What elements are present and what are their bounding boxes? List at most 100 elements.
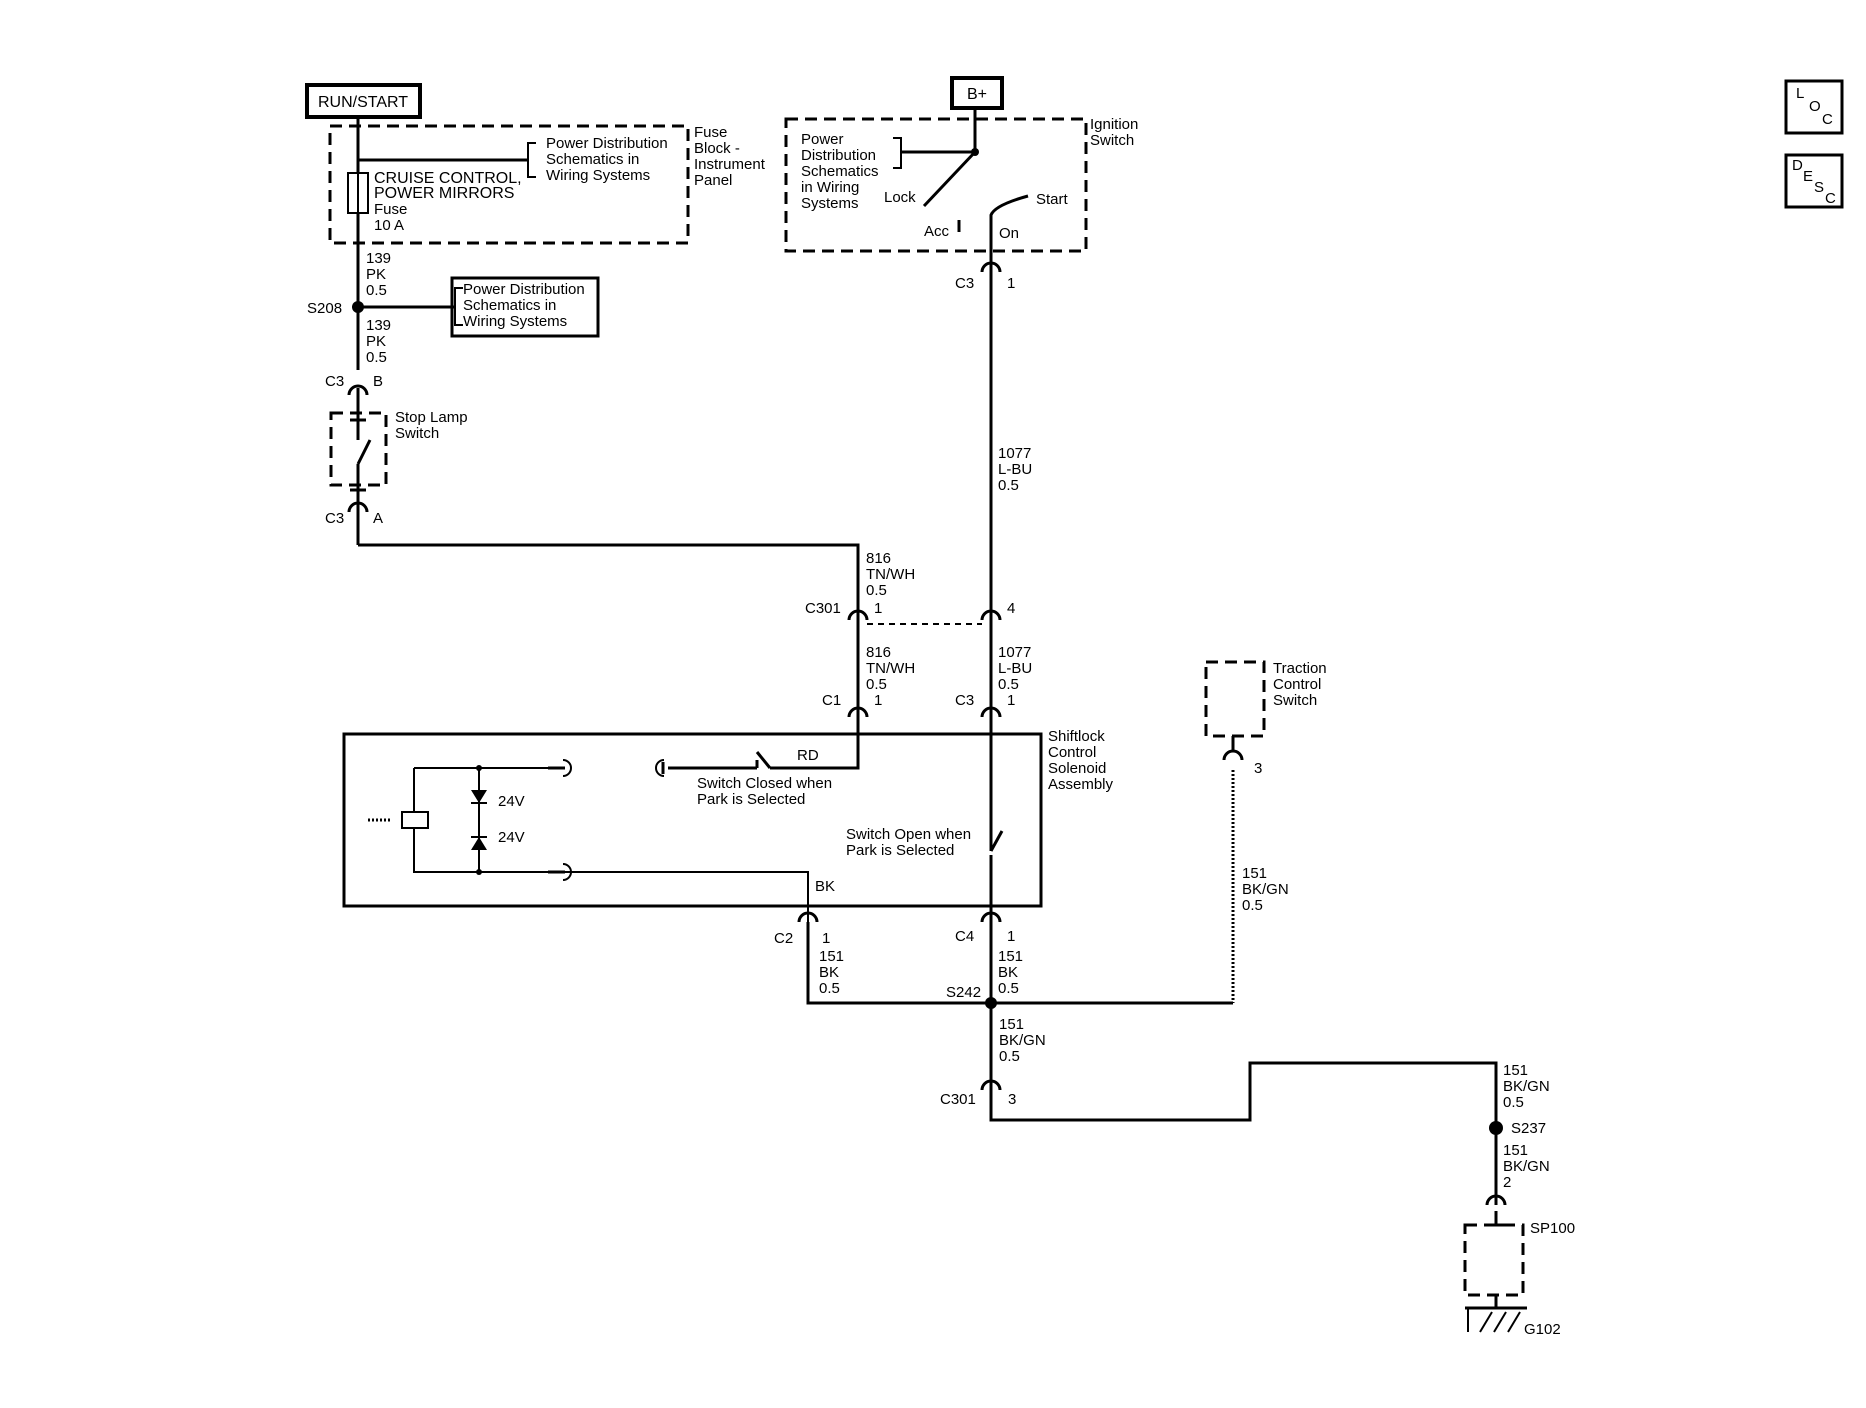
svg-text:BK/GN: BK/GN [1503, 1078, 1550, 1095]
fuse-block-outline [328, 124, 690, 245]
svg-text:10 A: 10 A [374, 217, 404, 234]
svg-text:151: 151 [819, 948, 844, 965]
svg-text:BK/GN: BK/GN [999, 1032, 1046, 1049]
svg-text:Lock: Lock [884, 189, 916, 206]
svg-text:Shiftlock: Shiftlock [1048, 728, 1105, 745]
loc-icon[interactable]: L O C [1784, 79, 1844, 135]
svg-text:1077: 1077 [998, 644, 1031, 661]
svg-text:1: 1 [822, 930, 830, 947]
svg-text:BK/GN: BK/GN [1503, 1158, 1550, 1175]
svg-text:B+: B+ [967, 86, 987, 103]
svg-text:D: D [1792, 157, 1803, 174]
splice-sp100-label: SP100 [1530, 1220, 1575, 1237]
svg-text:0.5: 0.5 [366, 282, 387, 299]
svg-text:Power Distribution: Power Distribution [546, 135, 668, 152]
wire-139-upper: 139 PK 0.5 [366, 250, 391, 299]
wire-151-s237-lower: 151 BK/GN 2 [1503, 1142, 1550, 1191]
wire-151-s237-upper: 151 BK/GN 0.5 [1503, 1062, 1550, 1111]
svg-text:L: L [1796, 85, 1804, 102]
svg-text:Stop Lamp: Stop Lamp [395, 409, 468, 426]
svg-text:B: B [373, 373, 383, 390]
svg-text:Fuse: Fuse [374, 201, 407, 218]
svg-text:2: 2 [1503, 1174, 1511, 1191]
svg-text:C301: C301 [805, 600, 841, 617]
svg-text:24V: 24V [498, 829, 525, 846]
svg-text:O: O [1809, 98, 1821, 115]
traction-switch-label: Traction Control Switch [1273, 660, 1327, 709]
svg-text:1077: 1077 [998, 445, 1031, 462]
svg-text:0.5: 0.5 [819, 980, 840, 997]
svg-text:S: S [1814, 179, 1824, 196]
traction-switch-outline [1204, 660, 1266, 738]
fuse-block-label: Fuse Block - Instrument Panel [694, 124, 766, 189]
svg-text:Switch: Switch [395, 425, 439, 442]
wire-139-lower: 139 PK 0.5 [366, 317, 391, 366]
svg-text:BK: BK [815, 878, 835, 895]
svg-text:Park is Selected: Park is Selected [697, 791, 805, 808]
svg-text:1: 1 [1007, 692, 1015, 709]
svg-text:Panel: Panel [694, 172, 732, 189]
svg-text:POWER MIRRORS: POWER MIRRORS [374, 185, 514, 202]
solenoid-coil [401, 811, 429, 829]
splice-s242 [985, 997, 997, 1009]
svg-text:0.5: 0.5 [999, 1048, 1020, 1065]
svg-text:BK: BK [998, 964, 1018, 981]
svg-text:Start: Start [1036, 191, 1069, 208]
stop-lamp-switch-label: Stop Lamp Switch [395, 409, 468, 442]
wire-816-upper: 816 TN/WH 0.5 [866, 550, 915, 599]
svg-text:Solenoid: Solenoid [1048, 760, 1106, 777]
svg-text:139: 139 [366, 250, 391, 267]
run-start-box: RUN/START [305, 83, 422, 119]
svg-text:Traction: Traction [1273, 660, 1327, 677]
ground-symbol [1465, 1306, 1527, 1333]
svg-text:151: 151 [1503, 1062, 1528, 1079]
svg-text:Switch: Switch [1273, 692, 1317, 709]
svg-text:151: 151 [1503, 1142, 1528, 1159]
svg-text:Control: Control [1048, 744, 1096, 761]
pd-ref-s208: Power Distribution Schematics in Wiring … [463, 281, 585, 330]
svg-text:CRUISE CONTROL,: CRUISE CONTROL, [374, 170, 522, 187]
svg-text:0.5: 0.5 [998, 980, 1019, 997]
sp100-outline [1463, 1223, 1525, 1297]
svg-text:E: E [1803, 168, 1813, 185]
svg-text:0.5: 0.5 [1503, 1094, 1524, 1111]
svg-text:Ignition: Ignition [1090, 116, 1138, 133]
svg-text:Schematics in: Schematics in [463, 297, 556, 314]
splice-s208-label: S208 [307, 300, 342, 317]
wire-151-c4: 151 BK 0.5 [998, 948, 1023, 997]
ignition-switch-outline [784, 117, 1088, 253]
svg-text:C4: C4 [955, 928, 974, 945]
run-start-label: RUN/START [318, 94, 408, 111]
svg-text:C: C [1825, 190, 1836, 207]
svg-text:1: 1 [1007, 928, 1015, 945]
svg-text:C301: C301 [940, 1091, 976, 1108]
svg-text:TN/WH: TN/WH [866, 566, 915, 583]
switch-closed-label: Switch Closed when Park is Selected [697, 775, 832, 808]
wire-816-lower: 816 TN/WH 0.5 [866, 644, 915, 693]
svg-text:Assembly: Assembly [1048, 776, 1114, 793]
svg-text:151: 151 [1242, 865, 1267, 882]
svg-text:BK: BK [819, 964, 839, 981]
fuse-block-pd-ref: Power Distribution Schematics in Wiring … [546, 135, 668, 184]
svg-text:Systems: Systems [801, 195, 859, 212]
svg-text:TN/WH: TN/WH [866, 660, 915, 677]
splice-s242-label: S242 [946, 984, 981, 1001]
svg-text:Switch: Switch [1090, 132, 1134, 149]
wire-151-traction: 151 BK/GN 0.5 [1242, 865, 1289, 914]
svg-text:Switch Open when: Switch Open when [846, 826, 971, 843]
svg-text:PK: PK [366, 266, 386, 283]
ground-label: G102 [1524, 1321, 1561, 1338]
svg-text:PK: PK [366, 333, 386, 350]
wire-151-s242: 151 BK/GN 0.5 [999, 1016, 1046, 1065]
splice-s237-label: S237 [1511, 1120, 1546, 1137]
svg-text:151: 151 [999, 1016, 1024, 1033]
svg-text:3: 3 [1008, 1091, 1016, 1108]
svg-text:in Wiring: in Wiring [801, 179, 859, 196]
svg-text:Power: Power [801, 131, 844, 148]
fuse-label: CRUISE CONTROL, POWER MIRRORS Fuse 10 A [374, 170, 522, 234]
svg-text:Block -: Block - [694, 140, 740, 157]
desc-icon[interactable]: D E S C [1784, 153, 1844, 209]
svg-text:0.5: 0.5 [866, 582, 887, 599]
svg-text:C3: C3 [955, 275, 974, 292]
